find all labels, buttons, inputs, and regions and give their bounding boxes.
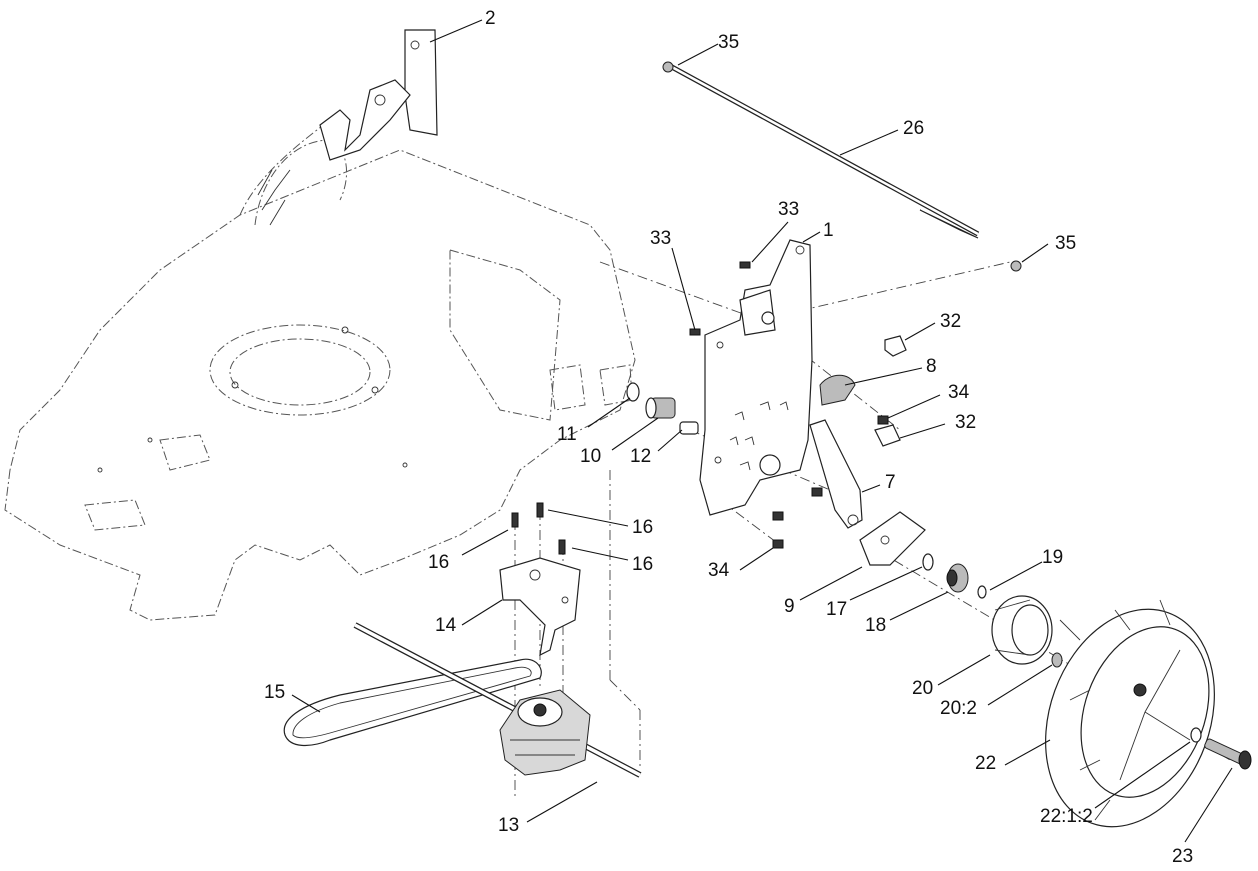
belt-guard-14 (499, 557, 581, 657)
callout-26: 26 (903, 118, 924, 139)
clip-19 (977, 585, 987, 599)
callout-14: 14 (435, 615, 457, 636)
callout-18: 18 (865, 615, 886, 636)
callout-19: 19 (1042, 547, 1063, 568)
callout-10: 10 (580, 446, 601, 467)
wheel-bolt-23 (1204, 738, 1252, 770)
callout-12: 12 (630, 446, 651, 467)
callout-32-upper: 32 (940, 311, 961, 332)
pivot-washer-11 (626, 382, 640, 402)
drive-belt-15 (283, 658, 542, 746)
callout-35-top: 35 (718, 32, 739, 53)
screw-16-c (558, 539, 566, 555)
screw-16-b (536, 502, 544, 518)
callout-16-b: 16 (428, 552, 449, 573)
callout-23: 23 (1172, 846, 1193, 867)
axle-plate-9 (859, 511, 926, 566)
callout-22-1-2: 22:1:2 (1040, 806, 1093, 827)
callout-34-upper: 34 (948, 382, 970, 403)
callout-13: 13 (498, 815, 519, 836)
spacer-12 (679, 421, 699, 435)
callout-16-a: 16 (632, 517, 653, 538)
bolt-34-lower2 (772, 539, 784, 549)
callout-2: 2 (485, 8, 496, 29)
mower-deck-phantom (4, 119, 636, 621)
front-wheel-22 (1045, 599, 1215, 828)
drive-pulley-20 (991, 595, 1053, 665)
knob-32-upper (884, 335, 907, 357)
callout-33-top: 33 (778, 199, 799, 220)
callout-35-right: 35 (1055, 233, 1076, 254)
washer-22-1-2 (1190, 727, 1202, 743)
pivot-bushing-10 (645, 397, 676, 419)
pinion-gear-18 (946, 563, 969, 593)
callout-22: 22 (975, 753, 996, 774)
callout-7: 7 (885, 472, 896, 493)
callout-8: 8 (926, 356, 937, 377)
screw-33-top (739, 261, 751, 269)
rear-height-bracket (319, 29, 438, 161)
callout-17: 17 (826, 599, 847, 620)
height-adjust-rod (662, 61, 1022, 272)
leader-lines (291, 19, 1233, 843)
callout-1: 1 (823, 220, 834, 241)
callout-20-2: 20:2 (940, 698, 977, 719)
washer-20-2 (1051, 652, 1063, 668)
callout-9: 9 (784, 596, 795, 617)
callout-20: 20 (912, 678, 933, 699)
callout-16-c: 16 (632, 554, 653, 575)
rear-wheel-phantom (254, 139, 348, 226)
bolt-34-lower1 (772, 511, 784, 521)
callout-33-left: 33 (650, 228, 671, 249)
callout-32-lower: 32 (955, 412, 976, 433)
callout-15: 15 (264, 682, 285, 703)
callout-34-lower: 34 (708, 560, 730, 581)
drive-shaft (353, 622, 642, 778)
bolt-34-upper (877, 415, 889, 425)
screw-16-a (511, 512, 519, 528)
callout-11: 11 (557, 424, 577, 445)
washer-17 (922, 553, 934, 571)
knob-32-lower (874, 424, 901, 447)
callout-labels: 2 35 26 33 1 33 35 32 8 34 32 11 10 12 7… (264, 8, 1193, 867)
bolt-34-mid (811, 487, 823, 497)
front-height-bracket (699, 239, 813, 516)
height-lever (809, 374, 863, 529)
transmission-13 (499, 689, 591, 776)
